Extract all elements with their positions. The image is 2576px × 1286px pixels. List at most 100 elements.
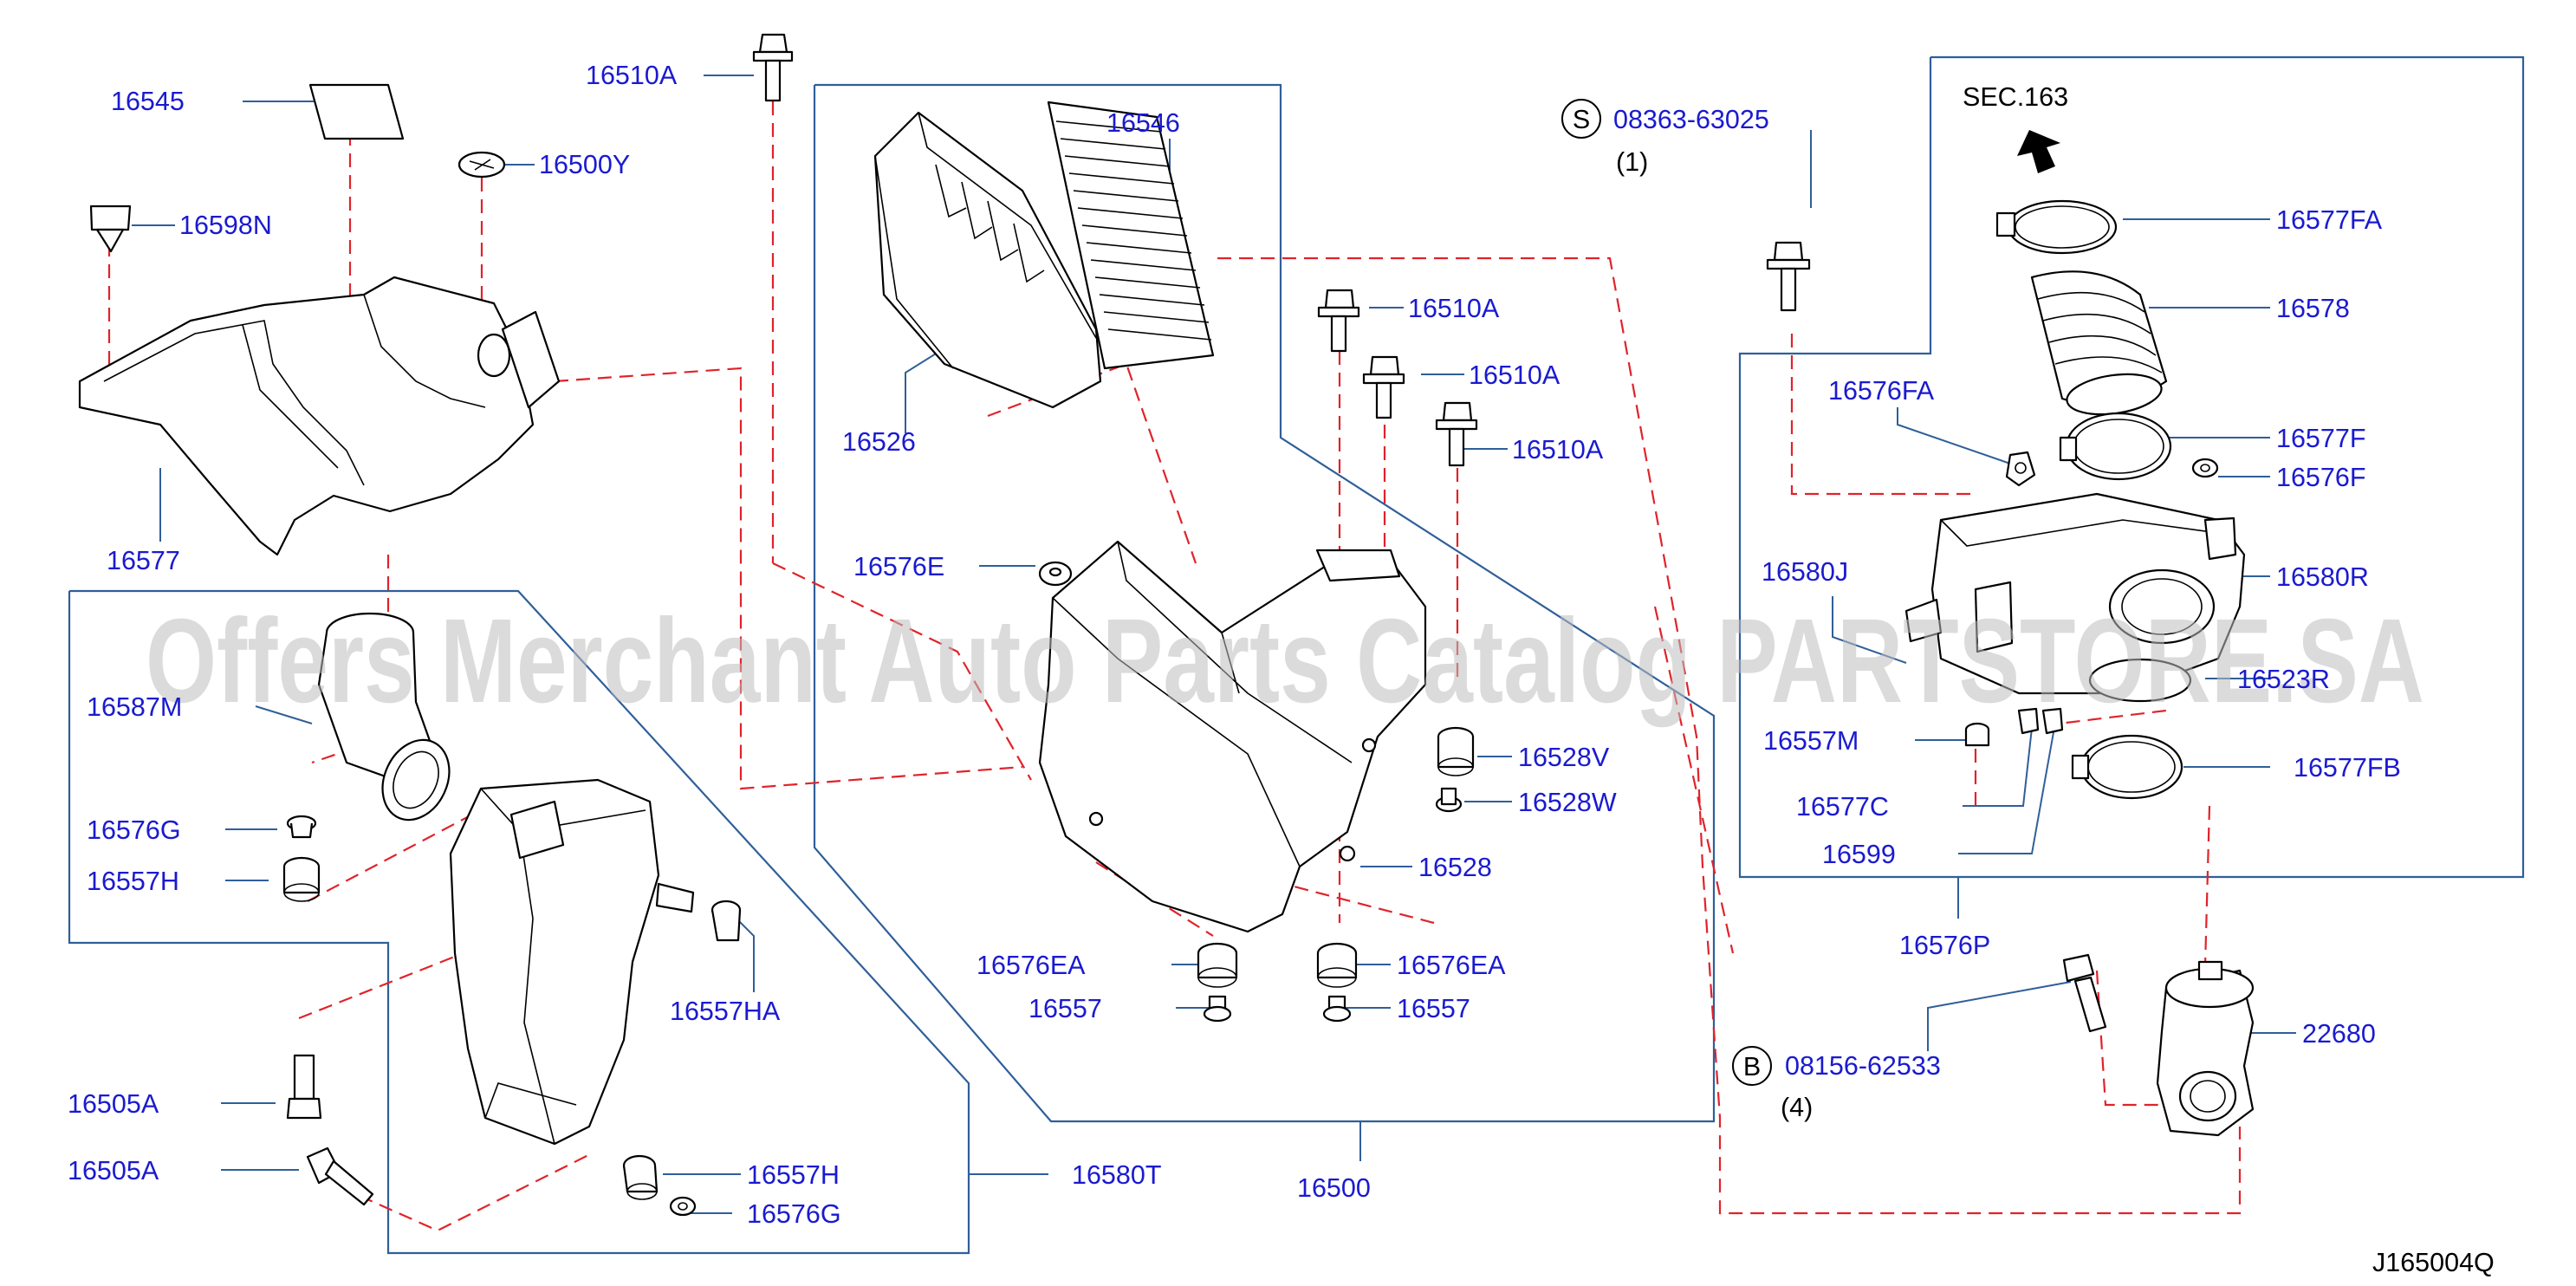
label-16526[interactable]: 16526 — [842, 427, 916, 457]
part-16528v-mount-drawing — [1437, 726, 1475, 776]
label-16578[interactable]: 16578 — [2276, 294, 2350, 323]
part-16580t-resonator-drawing — [449, 778, 695, 1146]
label-16576g-bottom[interactable]: 16576G — [747, 1199, 841, 1229]
part-16557h-bushing-left-drawing — [282, 856, 321, 902]
label-16523r[interactable]: 16523R — [2237, 665, 2330, 694]
part-16528w-washer-drawing — [1435, 787, 1463, 813]
label-22680[interactable]: 22680 — [2302, 1019, 2376, 1049]
part-16500y-cap-drawing — [457, 151, 506, 179]
part-16576ea-mount-left-drawing — [1197, 942, 1238, 988]
label-16510a-top[interactable]: 16510A — [586, 61, 678, 90]
part-16523r-ring-drawing — [2088, 658, 2192, 703]
label-16500y[interactable]: 16500Y — [539, 150, 630, 179]
watermark-text: Offers Merchant Auto Parts Catalog PARTS… — [146, 594, 2424, 728]
b-symbol-letter: B — [1743, 1052, 1761, 1081]
label-16546[interactable]: 16546 — [1106, 108, 1180, 138]
part-16599-clip-drawing — [2041, 707, 2064, 735]
part-16577c-clip-drawing — [2017, 707, 2040, 735]
part-16577f-clamp-drawing — [2059, 412, 2172, 481]
label-16577fb[interactable]: 16577FB — [2294, 753, 2401, 783]
part-16510a-bolt-1-drawing — [1317, 289, 1360, 353]
part-16576ea-mount-right-drawing — [1316, 942, 1358, 988]
label-16557ha[interactable]: 16557HA — [670, 997, 781, 1026]
label-16577f[interactable]: 16577F — [2276, 424, 2365, 453]
label-screw-qty-1: (1) — [1616, 147, 1648, 177]
part-16545-pad-drawing — [308, 83, 405, 140]
label-screw-08156-62533[interactable]: 08156-62533 — [1785, 1051, 1941, 1081]
part-16557-bushing-right-drawing — [1322, 995, 1352, 1023]
part-16587m-elbow-drawing — [317, 612, 451, 822]
part-16576e-grommet-drawing — [1038, 561, 1073, 587]
part-16505a-bolt-upper-drawing — [286, 1054, 322, 1120]
part-16576f-grommet-drawing — [2191, 458, 2219, 478]
part-16576g-grommet-left-drawing — [286, 815, 317, 839]
label-16505a-2[interactable]: 16505A — [68, 1156, 159, 1185]
part-16510a-bolt-2-drawing — [1362, 355, 1405, 419]
label-16576ea-right[interactable]: 16576EA — [1397, 951, 1506, 980]
part-16510a-bolt-top-drawing — [752, 33, 794, 102]
label-16528v[interactable]: 16528V — [1518, 743, 1610, 772]
label-16580r[interactable]: 16580R — [2276, 562, 2369, 592]
part-16500-lower-case-drawing — [1038, 540, 1427, 933]
s-symbol-letter: S — [1573, 105, 1590, 134]
label-16576f[interactable]: 16576F — [2276, 463, 2365, 492]
label-16577fa[interactable]: 16577FA — [2276, 205, 2383, 235]
label-16528[interactable]: 16528 — [1418, 853, 1492, 882]
part-16576fa-grommet-drawing — [2005, 451, 2036, 487]
label-16505a-1[interactable]: 16505A — [68, 1089, 159, 1119]
label-16576fa[interactable]: 16576FA — [1828, 376, 1935, 406]
label-16557m[interactable]: 16557M — [1763, 726, 1859, 756]
label-16528w[interactable]: 16528W — [1518, 788, 1617, 817]
part-labels: 16545 16510A 16500Y 16598N 16546 16526 1… — [68, 61, 2495, 1277]
label-16557h-bottom[interactable]: 16557H — [747, 1160, 840, 1190]
part-16598n-clip-drawing — [89, 205, 132, 253]
group-box-16500 — [813, 83, 1716, 1123]
part-16580r-bracket-drawing — [2203, 516, 2237, 561]
label-16599[interactable]: 16599 — [1822, 840, 1896, 869]
part-08363-screw-drawing — [1766, 241, 1811, 312]
label-sec-163[interactable]: SEC.163 — [1963, 82, 2068, 112]
label-16576ea-left[interactable]: 16576EA — [977, 951, 1086, 980]
label-16598n[interactable]: 16598N — [179, 211, 272, 240]
part-16546-filter-element-drawing — [1047, 101, 1215, 370]
part-16580j-adapter-housing-drawing — [1904, 492, 2246, 695]
label-screw-08363-63025[interactable]: 08363-63025 — [1613, 105, 1769, 134]
part-16526-upper-case-drawing — [873, 111, 1102, 409]
part-16578-bellows-drawing — [2030, 270, 2168, 416]
label-16580t[interactable]: 16580T — [1072, 1160, 1161, 1190]
label-16545[interactable]: 16545 — [111, 87, 185, 116]
label-16580j[interactable]: 16580J — [1762, 557, 1848, 587]
part-16505a-bolt-lower-drawing — [306, 1146, 374, 1206]
part-16576g-grommet-bottom-drawing — [669, 1196, 697, 1217]
part-16557h-bushing-bottom-drawing — [622, 1154, 659, 1200]
label-16557h-left[interactable]: 16557H — [87, 867, 179, 896]
label-16557-right[interactable]: 16557 — [1397, 994, 1470, 1023]
label-16510a-1[interactable]: 16510A — [1408, 294, 1500, 323]
part-08156-bolt-drawing — [2062, 953, 2107, 1033]
label-16576p[interactable]: 16576P — [1899, 931, 1990, 960]
b-symbol-circle — [1732, 1046, 1772, 1086]
s-symbol-circle — [1561, 99, 1601, 139]
label-screw-qty-4: (4) — [1781, 1093, 1813, 1122]
label-16577[interactable]: 16577 — [107, 546, 180, 575]
part-16557-bushing-left-drawing — [1203, 995, 1232, 1023]
sec-163-arrow-icon — [2017, 130, 2060, 173]
label-16576e[interactable]: 16576E — [853, 552, 944, 581]
label-16510a-3[interactable]: 16510A — [1512, 435, 1604, 464]
group-box-16576P — [1738, 55, 2525, 879]
label-16500[interactable]: 16500 — [1297, 1173, 1371, 1203]
part-16557ha-nipple-drawing — [711, 900, 742, 942]
label-16577c[interactable]: 16577C — [1796, 792, 1889, 822]
group-box-16580T — [68, 589, 970, 1255]
label-16557-left[interactable]: 16557 — [1028, 994, 1102, 1023]
label-16510a-2[interactable]: 16510A — [1469, 360, 1561, 390]
drawing-code: J165004Q — [2372, 1248, 2495, 1277]
part-16577fa-clamp-drawing — [1995, 199, 2118, 255]
part-16577-air-duct-drawing — [78, 276, 561, 556]
label-16587m[interactable]: 16587M — [87, 692, 182, 722]
part-16510a-bolt-3-drawing — [1435, 401, 1478, 467]
part-22680-air-flow-meter-drawing — [2156, 960, 2255, 1137]
label-16576g-left[interactable]: 16576G — [87, 815, 181, 845]
